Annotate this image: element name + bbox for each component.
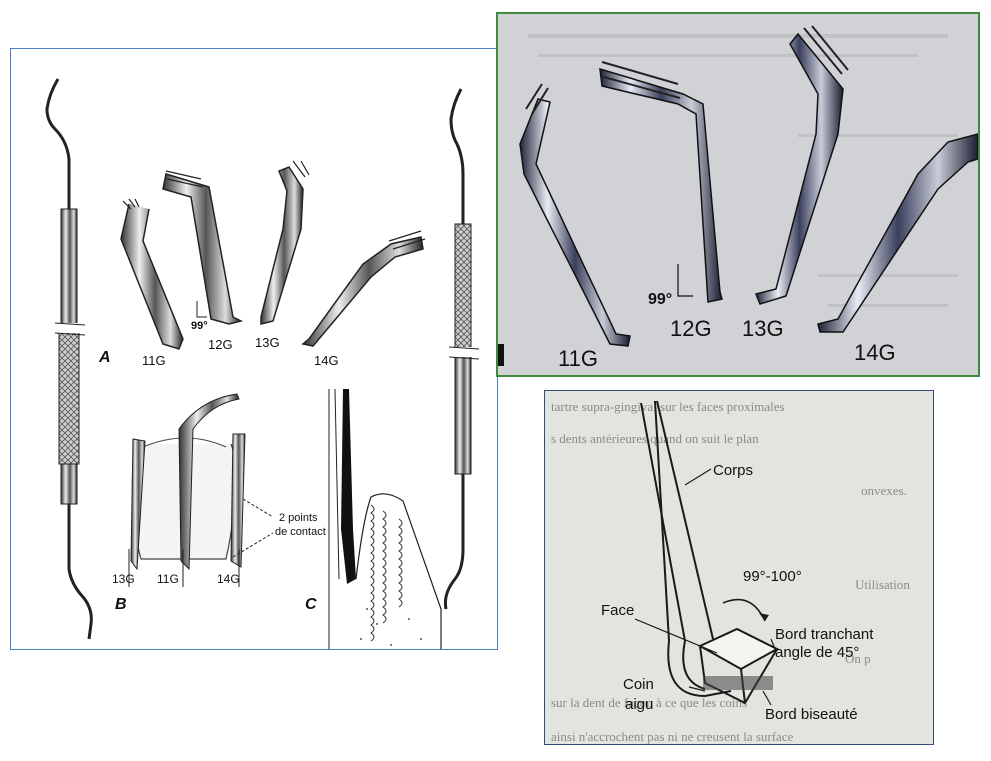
- contact-note-2: de contact: [275, 526, 326, 538]
- photo-angle-label: 99°: [648, 291, 672, 308]
- leader-lines: [634, 468, 776, 706]
- photo-label-11G: 11G: [558, 346, 598, 371]
- blade-drawing: [640, 400, 780, 705]
- contact-label-14G: 14G: [217, 572, 240, 586]
- working-end-12G: [162, 170, 244, 325]
- figure-b-tooth: [128, 393, 274, 587]
- label-coin-2: aigu: [625, 696, 653, 713]
- photo-label-12G: 12G: [670, 316, 712, 341]
- figure-label-a: A: [98, 349, 111, 366]
- blade-detail-svg: tartre supra-gingival sur les faces prox…: [545, 391, 933, 744]
- curette-photo-panel: 11G 12G 13G 14G 99°: [496, 12, 980, 377]
- contact-label-11G: 11G: [157, 572, 179, 586]
- contact-note-1: 2 points: [279, 512, 318, 524]
- photo-working-end-12G: [599, 61, 723, 303]
- label-angle: 99°-100°: [743, 568, 802, 585]
- curette-diagram-svg: 11G 12G 13G 14G 99° A 2 points de contac…: [45, 78, 480, 649]
- svg-text:s dents antérieures quand on s: s dents antérieures quand on suit le pla…: [551, 431, 759, 446]
- label-face: Face: [601, 602, 634, 619]
- figure-label-b: B: [115, 596, 127, 613]
- svg-text:Utilisation: Utilisation: [855, 577, 910, 592]
- background-text: tartre supra-gingival sur les faces prox…: [551, 399, 910, 744]
- label-13G: 13G: [255, 335, 280, 350]
- svg-text:onvexes.: onvexes.: [861, 483, 907, 498]
- photo-working-end-13G: [754, 25, 849, 305]
- figure-label-c: C: [305, 596, 317, 613]
- contact-label-13G: 13G: [112, 572, 135, 586]
- curette-photo-svg: 11G 12G 13G 14G 99°: [498, 14, 978, 375]
- working-end-13G: [260, 160, 310, 325]
- svg-text:On p: On p: [845, 651, 871, 666]
- angle-label: 99°: [191, 320, 208, 332]
- figure-c-section: [328, 388, 442, 649]
- photo-working-end-14G: [817, 133, 978, 333]
- photo-label-14G: 14G: [854, 340, 896, 365]
- working-end-14G: [301, 230, 426, 347]
- svg-text:tartre supra-gingival sur les: tartre supra-gingival sur les faces prox…: [551, 399, 785, 414]
- label-bord-tranchant-1: Bord tranchant: [775, 626, 874, 643]
- curette-diagram-panel: 11G 12G 13G 14G 99° A 2 points de contac…: [10, 48, 498, 650]
- label-bord-biseaute: Bord biseauté: [765, 706, 858, 723]
- label-12G: 12G: [208, 337, 233, 352]
- blade-stipple: [703, 676, 773, 690]
- svg-text:ainsi n'accrochent pas ni ne c: ainsi n'accrochent pas ni ne creusent la…: [551, 729, 794, 744]
- label-11G: 11G: [142, 353, 166, 368]
- svg-text:sur la dent de façon à ce que: sur la dent de façon à ce que les coins: [551, 695, 747, 710]
- full-instrument-right: [443, 88, 480, 610]
- full-instrument-left: [45, 78, 93, 640]
- blade-detail-panel: tartre supra-gingival sur les faces prox…: [544, 390, 934, 745]
- label-corps: Corps: [713, 462, 753, 479]
- photo-label-13G: 13G: [742, 316, 784, 341]
- label-coin-1: Coin: [623, 676, 654, 693]
- label-bord-tranchant-2: angle de 45°: [775, 644, 859, 661]
- photo-working-end-11G: [519, 83, 631, 347]
- working-end-11G: [120, 198, 184, 350]
- label-14G: 14G: [314, 353, 339, 368]
